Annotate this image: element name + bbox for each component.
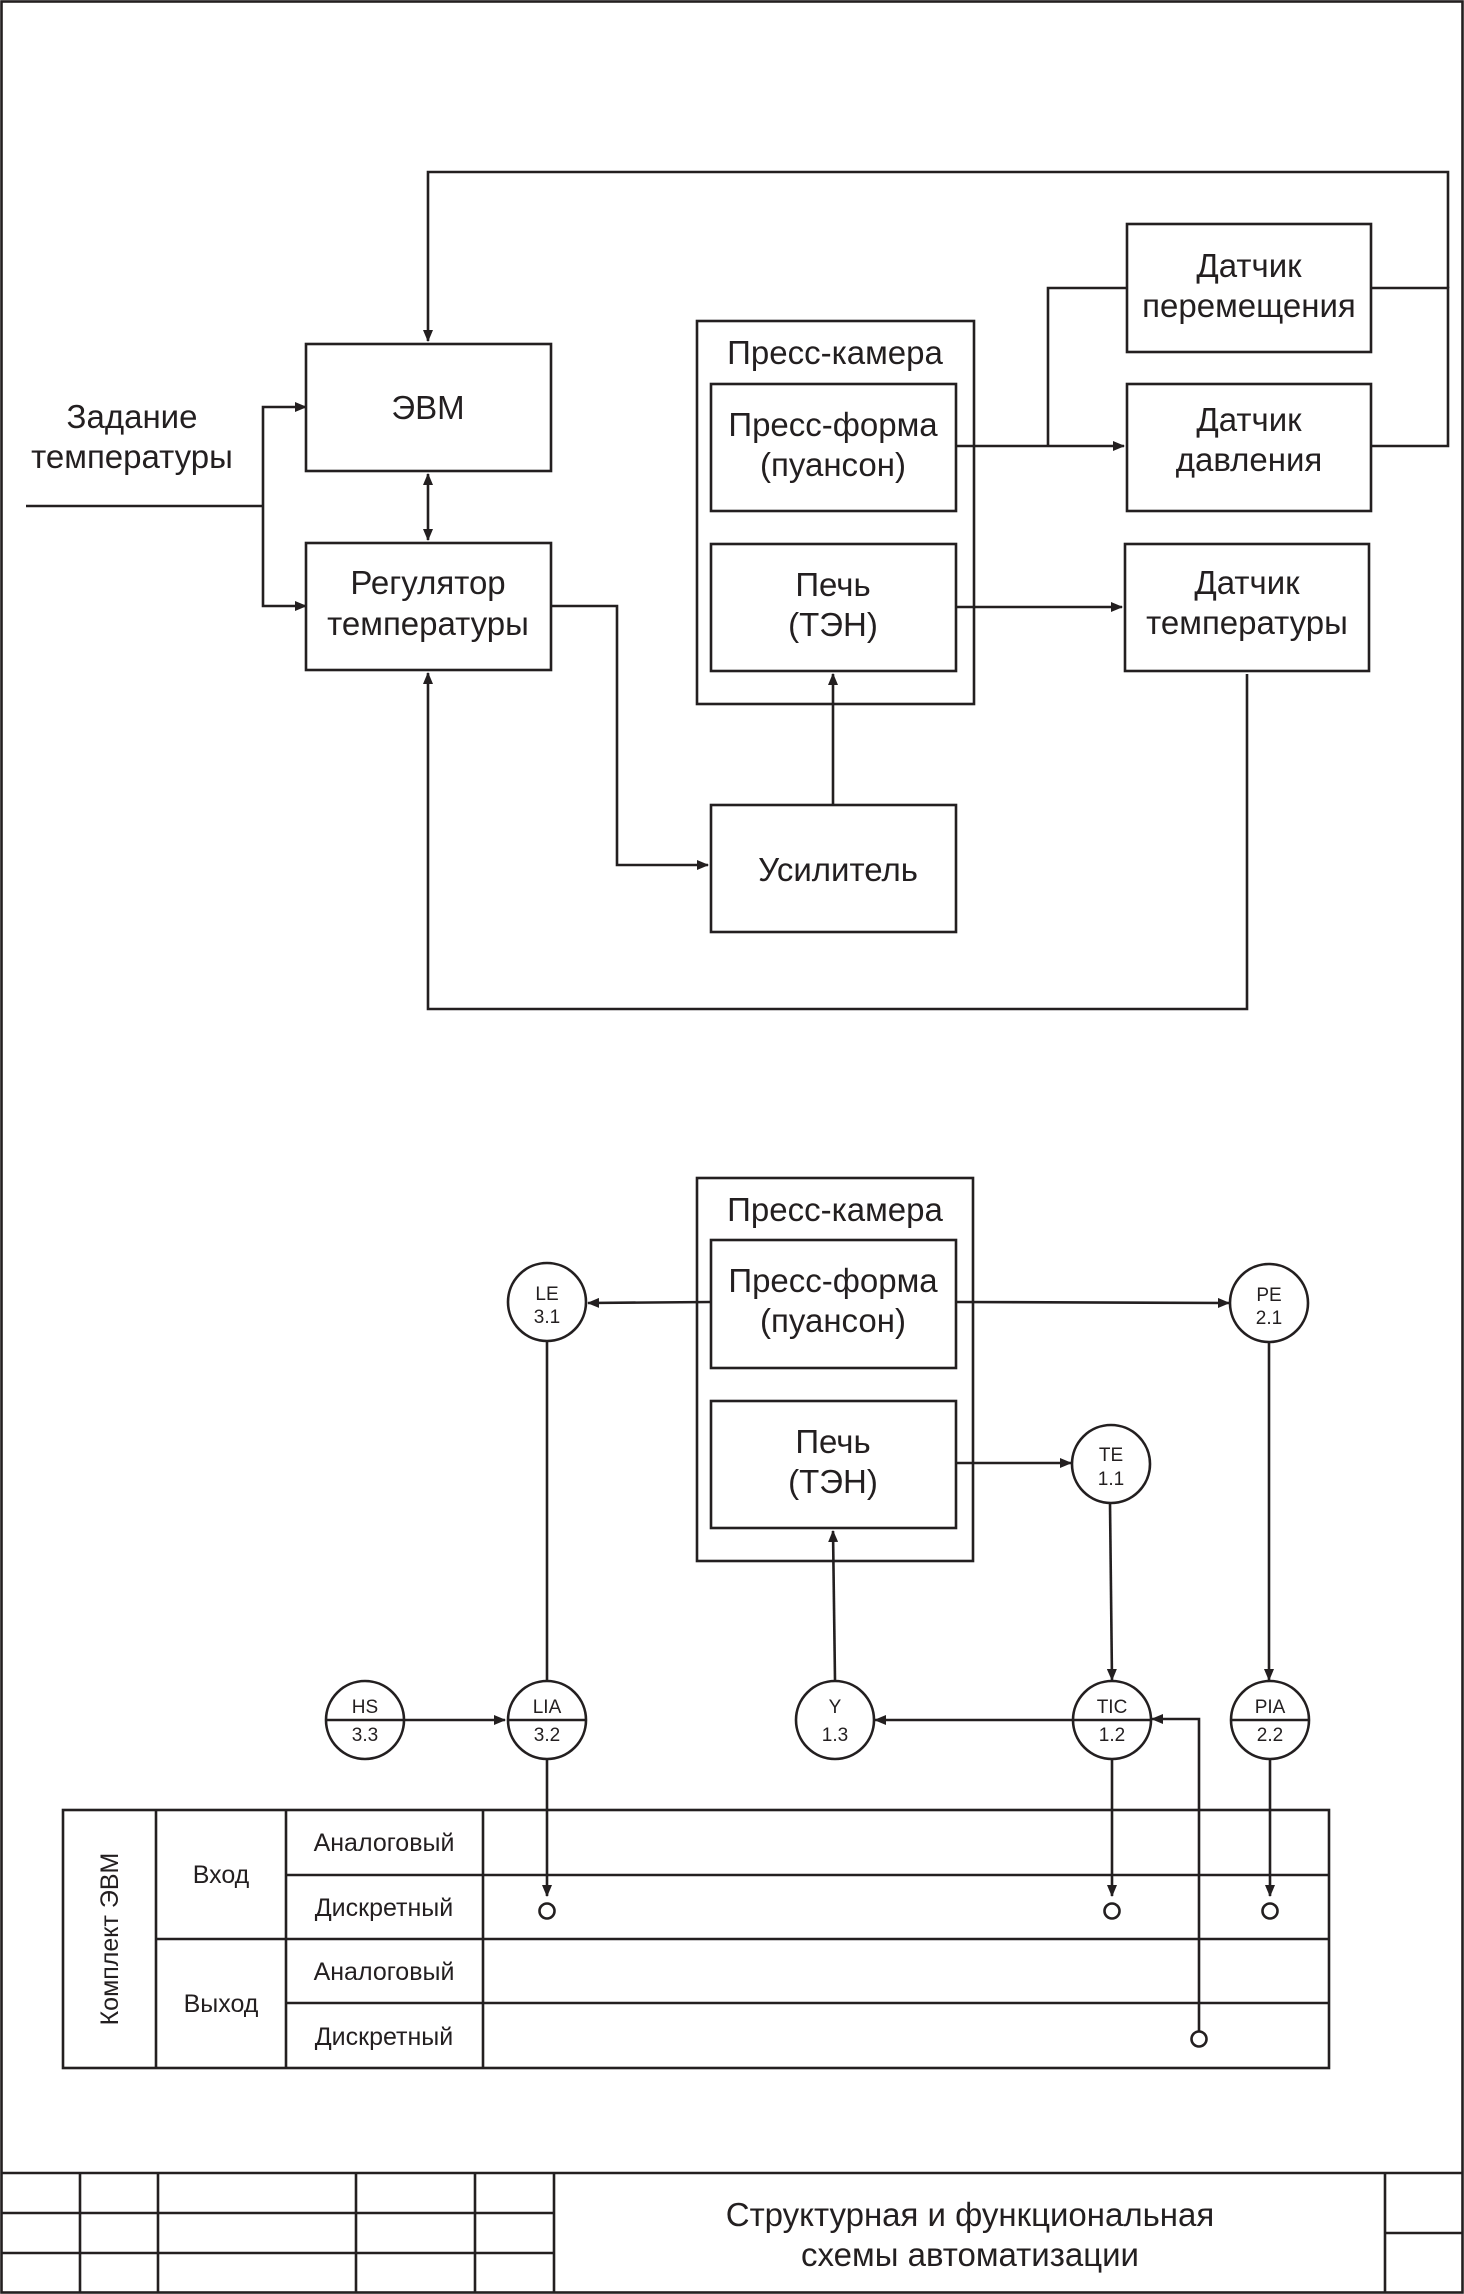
le-code: LE: [535, 1284, 558, 1305]
chamber-title: Пресс-камера: [727, 334, 943, 371]
terminal-tic: [1103, 1902, 1121, 1920]
arrow-y-to-furnace: [828, 1530, 839, 1681]
instrument-pia: PIA 2.2: [1229, 1679, 1311, 1761]
press-form-2-line1: Пресс-форма: [728, 1262, 938, 1299]
press-form-label-line2: (пуансон): [760, 446, 906, 483]
press-form-label-line1: Пресс-форма: [728, 406, 938, 443]
evm-block: [304, 342, 553, 473]
regulator-label-line2: температуры: [327, 605, 529, 642]
press-form-block-2: [709, 1238, 958, 1370]
arrow-pressform-to-le: [587, 1297, 712, 1308]
stamp-title-line2: схемы автоматизации: [801, 2236, 1139, 2273]
y-code: Y: [829, 1697, 842, 1718]
furnace-block: [709, 542, 958, 673]
terminal-lia: [538, 1902, 556, 1920]
evm-label: ЭВМ: [391, 389, 464, 426]
furnace-block-2: [709, 1399, 958, 1530]
evm-io-table: Комплект ЭВМ Вход Выход Аналоговый Дискр…: [61, 1808, 1331, 2070]
furnace-2-line2: (ТЭН): [788, 1463, 878, 1500]
sensor-temp-block: [1123, 542, 1371, 673]
instrument-hs: HS 3.3: [324, 1679, 406, 1761]
tic-number: 1.2: [1099, 1725, 1125, 1746]
input-label-line2: температуры: [31, 438, 233, 475]
sensor-press-label-line2: давления: [1176, 441, 1323, 478]
lia-code: LIA: [533, 1697, 562, 1718]
arrow-evm-output-to-tic: [1151, 1714, 1201, 2031]
instrument-le: LE 3.1: [506, 1261, 588, 1343]
line-sensors-bus: [1371, 286, 1450, 448]
sensor-temp-label-line2: температуры: [1146, 604, 1348, 641]
lia-number: 3.2: [534, 1725, 560, 1746]
sensor-move-label-line2: перемещения: [1142, 287, 1356, 324]
input-label-line1: Задание: [67, 398, 198, 435]
arrow-input-to-regulator: [261, 506, 307, 611]
pe-code: PE: [1256, 1285, 1281, 1306]
sensor-temp-label-line1: Датчик: [1194, 564, 1300, 601]
stamp-title-line1: Структурная и функциональная: [726, 2196, 1215, 2233]
pe-number: 2.1: [1256, 1308, 1282, 1329]
table-output-analog: Аналоговый: [314, 1958, 455, 1986]
press-form-block: [709, 382, 958, 513]
structural-diagram: Задание температуры ЭВМ Регулятор темпер…: [26, 170, 1450, 1011]
instrument-te: TE 1.1: [1070, 1423, 1152, 1505]
le-number: 3.1: [534, 1307, 560, 1328]
tic-code: TIC: [1097, 1697, 1128, 1718]
arrow-pressform-to-pe: [955, 1297, 1230, 1308]
pia-number: 2.2: [1257, 1725, 1283, 1746]
terminal-pia: [1261, 1902, 1279, 1920]
te-number: 1.1: [1098, 1469, 1124, 1490]
table-output-label: Выход: [184, 1990, 259, 2018]
amplifier-label: Усилитель: [758, 851, 918, 888]
sensor-move-label-line1: Датчик: [1196, 247, 1302, 284]
regulator-label-line1: Регулятор: [350, 564, 505, 601]
chamber-title-2: Пресс-камера: [727, 1191, 943, 1228]
instrument-y: Y 1.3: [794, 1679, 876, 1761]
press-form-2-line2: (пуансон): [760, 1302, 906, 1339]
instrument-tic: TIC 1.2: [1071, 1679, 1153, 1761]
functional-diagram: Пресс-камера Пресс-форма (пуансон) Печь …: [61, 1176, 1331, 2070]
arrow-regulator-to-amplifier: [551, 604, 709, 870]
line-pressform-to-move-sensor: [1046, 286, 1127, 446]
pia-code: PIA: [1255, 1697, 1286, 1718]
arrow-input-to-evm: [261, 402, 307, 506]
instrument-lia: LIA 3.2: [506, 1679, 588, 1761]
furnace-2-line1: Печь: [795, 1423, 870, 1460]
instrument-pe: PE 2.1: [1228, 1262, 1310, 1344]
sensor-press-label-line1: Датчик: [1196, 401, 1302, 438]
furnace-label-line1: Печь: [795, 566, 870, 603]
hs-number: 3.3: [352, 1725, 378, 1746]
hs-code: HS: [352, 1697, 378, 1718]
table-input-discrete: Дискретный: [315, 1894, 454, 1922]
arrow-feedback-to-evm: [423, 170, 1450, 342]
te-code: TE: [1099, 1445, 1123, 1466]
title-block: Структурная и функциональная схемы автом…: [1, 2171, 1463, 2293]
table-input-analog: Аналоговый: [314, 1829, 455, 1857]
y-number: 1.3: [822, 1725, 848, 1746]
table-group-label: Комплект ЭВМ: [96, 1853, 124, 2026]
sensor-press-block: [1125, 382, 1373, 513]
arrow-te-to-tic: [1106, 1502, 1117, 1681]
table-input-label: Вход: [193, 1861, 250, 1889]
terminal-output-tic: [1190, 2030, 1208, 2048]
furnace-label-line2: (ТЭН): [788, 606, 878, 643]
arrow-feedback-to-regulator: [423, 672, 1249, 1011]
table-output-discrete: Дискретный: [315, 2023, 454, 2051]
